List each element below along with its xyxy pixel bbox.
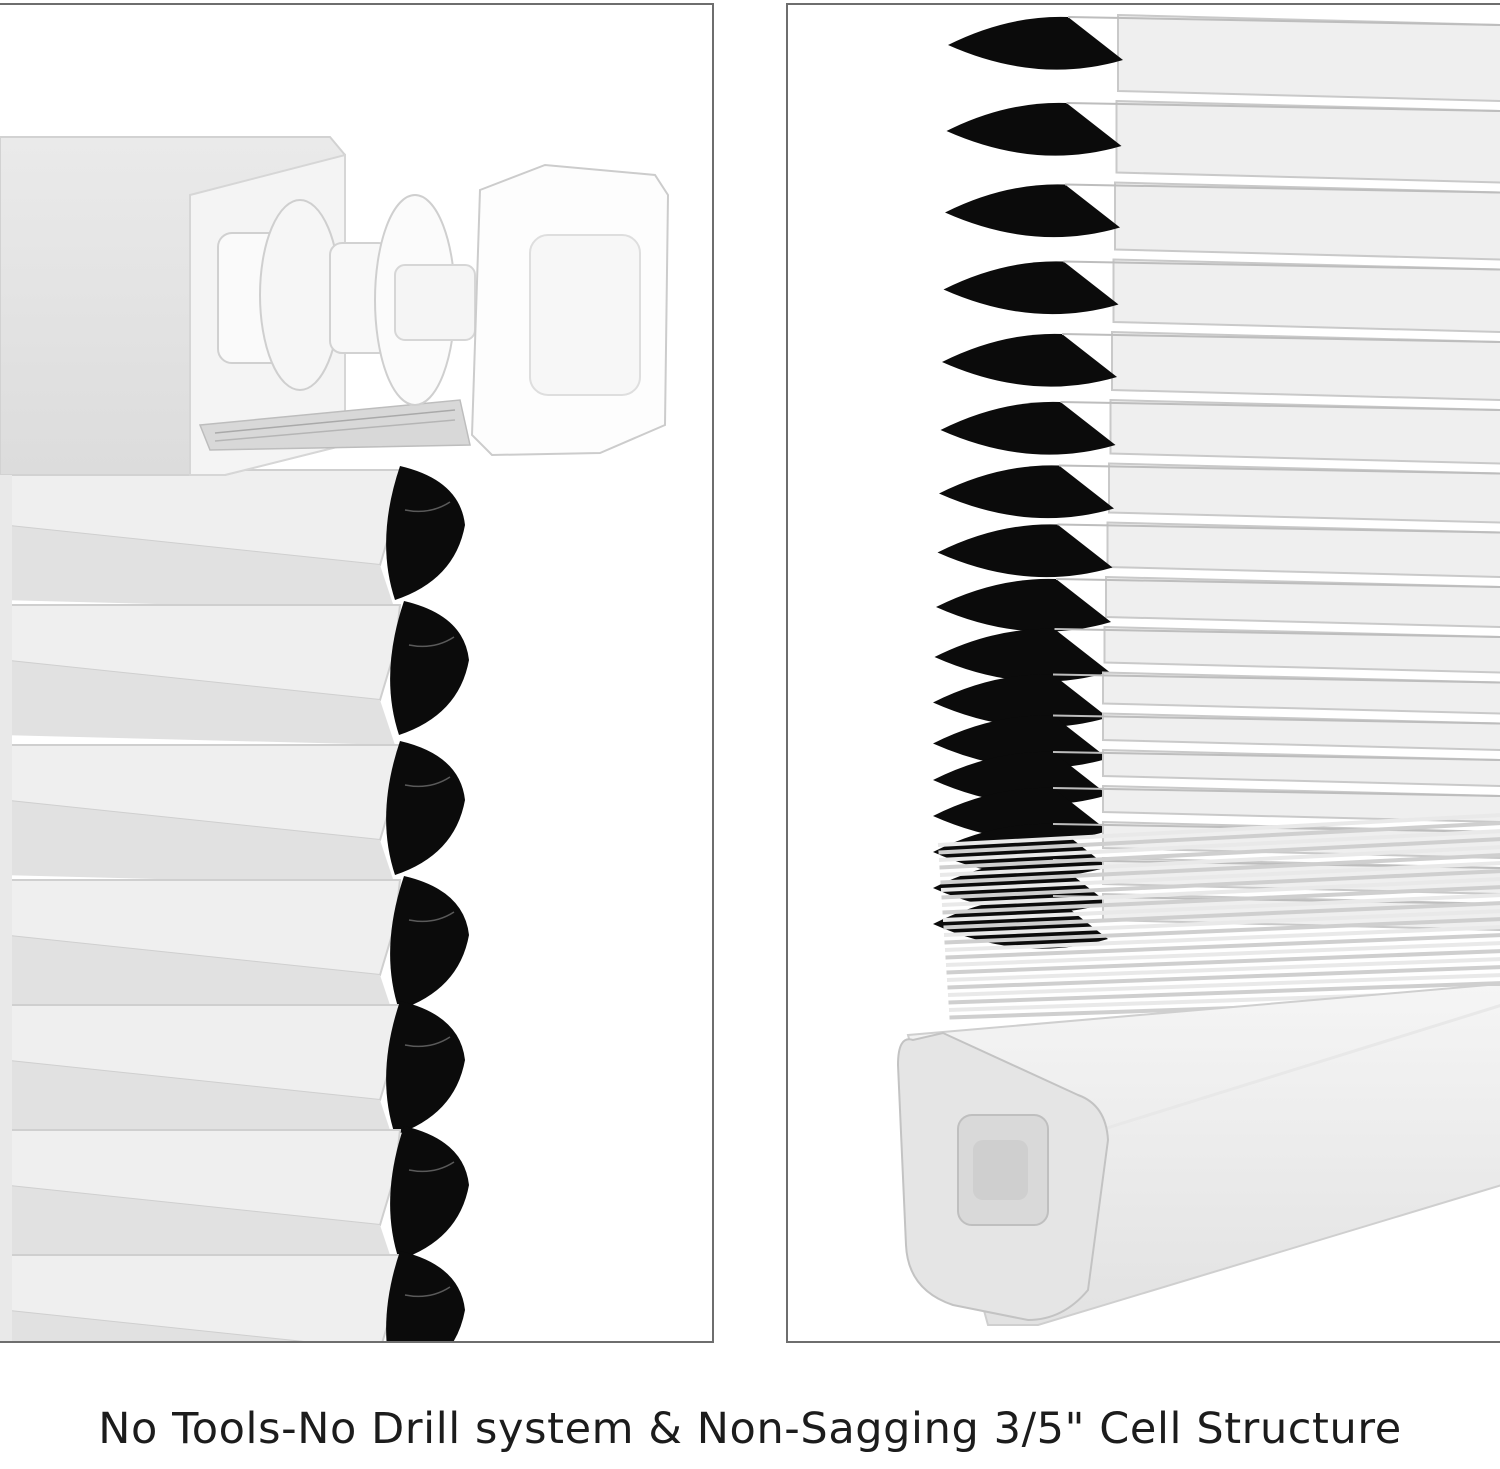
fabric-pleat xyxy=(1112,258,1500,333)
bottom-rail xyxy=(896,984,1500,1326)
cell-opening xyxy=(945,184,1120,238)
compressed-pleat xyxy=(945,933,1500,960)
caption: No Tools-No Drill system & Non-Sagging 3… xyxy=(98,1404,1402,1454)
cell-sheen xyxy=(404,501,451,513)
compressed-pleats xyxy=(937,813,1500,1020)
compressed-pleat xyxy=(946,957,1500,982)
fabric-cell xyxy=(0,604,402,702)
cell-opening xyxy=(386,1251,465,1341)
compressed-pleat xyxy=(939,845,1500,877)
pleat-edge xyxy=(1057,523,1500,534)
compressed-pleat xyxy=(943,901,1500,930)
compressed-pleat xyxy=(947,973,1500,997)
pleat-edge xyxy=(1061,333,1500,343)
cell-opening xyxy=(390,1126,469,1260)
compressed-pleat xyxy=(942,893,1500,922)
left-panel-illustration xyxy=(0,136,670,1341)
pleat-edge xyxy=(1055,578,1500,588)
fabric-cell-shadow xyxy=(0,1185,395,1270)
cell-opening xyxy=(390,601,469,735)
cell-opening xyxy=(939,465,1114,519)
compressed-pleat xyxy=(942,885,1500,915)
pleat-edge xyxy=(1058,464,1500,475)
compressed-pleat xyxy=(941,869,1500,900)
honeycomb-cells-right xyxy=(933,13,1500,949)
pleat-edge xyxy=(1066,102,1500,112)
cell-sheen xyxy=(404,776,451,788)
pleat-edge xyxy=(1067,16,1500,26)
left-panel xyxy=(0,3,714,1343)
cell-opening xyxy=(948,16,1123,70)
fabric-cell-shadow xyxy=(0,1310,295,1341)
pleat-edge xyxy=(1054,628,1500,638)
cell-opening xyxy=(933,715,1108,769)
right-panel xyxy=(786,3,1500,1343)
cell-sheen xyxy=(404,1286,451,1298)
fabric-cell xyxy=(0,1129,402,1227)
pleat-edge xyxy=(1060,401,1500,411)
pleat-edge xyxy=(1052,673,1500,684)
fabric-cell-shadow xyxy=(0,800,395,885)
pleat-edge xyxy=(1052,787,1500,797)
fabric-cell-shadow xyxy=(0,935,395,1020)
cell-opening xyxy=(933,674,1108,728)
pleat-edge xyxy=(1064,183,1500,194)
pleat-edge xyxy=(1052,751,1500,761)
compressed-pleat xyxy=(940,861,1500,892)
compressed-pleat xyxy=(944,917,1500,945)
compressed-pleat xyxy=(946,949,1500,975)
cell-sheen xyxy=(404,1036,451,1048)
fabric-cell-shadow xyxy=(0,660,395,745)
fabric-pleat xyxy=(1102,748,1500,787)
cell-opening xyxy=(386,1001,465,1135)
cell-opening xyxy=(933,787,1108,841)
cell-opening xyxy=(940,401,1116,455)
compressed-pleat xyxy=(939,837,1500,870)
cell-opening xyxy=(936,578,1111,632)
no-drill-tension-bracket xyxy=(217,163,670,457)
cell-opening xyxy=(386,466,465,600)
cell-opening xyxy=(946,102,1122,156)
fabric-cell-shadow xyxy=(0,525,395,610)
cell-opening xyxy=(937,524,1113,578)
compressed-pleat xyxy=(938,821,1500,855)
cell-opening xyxy=(933,751,1108,805)
pleat-edge xyxy=(1052,714,1500,725)
cell-opening xyxy=(390,876,469,1010)
cell-sheen xyxy=(408,1161,455,1173)
compressed-pleat xyxy=(940,853,1500,885)
compressed-pleat xyxy=(943,909,1500,937)
fabric-pleat xyxy=(1114,181,1500,261)
cell-opening xyxy=(934,628,1110,682)
fabric-cell xyxy=(0,879,402,977)
pleat-edge xyxy=(1063,260,1500,271)
cell-opening xyxy=(386,741,465,875)
compressed-pleat xyxy=(938,829,1500,862)
cell-sheen xyxy=(408,636,455,648)
fabric-pleat xyxy=(1105,575,1500,628)
cell-opening xyxy=(942,333,1117,387)
compressed-pleat xyxy=(944,925,1500,952)
fabric-cell-shadow xyxy=(0,1060,395,1145)
compressed-pleat xyxy=(947,965,1500,990)
compressed-pleat xyxy=(945,941,1500,967)
fabric-pleat xyxy=(1117,13,1500,102)
compressed-pleat xyxy=(937,813,1500,847)
compressed-pleat xyxy=(941,877,1500,907)
cell-opening xyxy=(943,261,1119,315)
fabric-pleat xyxy=(1111,330,1500,401)
compressed-pleat xyxy=(948,981,1500,1005)
cell-sheen xyxy=(408,911,455,923)
honeycomb-cells-left xyxy=(0,466,469,1341)
right-panel-illustration xyxy=(896,13,1500,1326)
fabric-pleat xyxy=(1115,99,1500,184)
